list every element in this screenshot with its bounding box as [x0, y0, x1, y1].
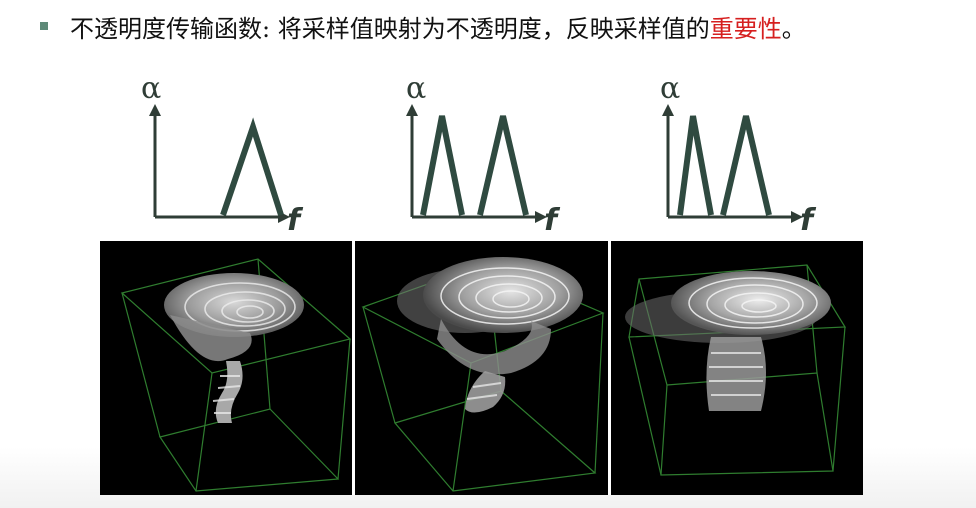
volume-render-panel-1	[100, 241, 352, 495]
transfer-function-plot-1: α f	[141, 71, 304, 230]
tornado-volume-render	[625, 264, 847, 476]
transfer-function-plot-2: α f	[406, 71, 561, 230]
highlight-text: 重要性	[709, 14, 782, 43]
volume-render-panel-2	[355, 241, 608, 495]
alpha-axis-label: α	[141, 71, 161, 106]
f-axis-label: f	[800, 203, 817, 230]
transfer-function-plot-3: α f	[660, 71, 817, 230]
tornado-volume-render	[120, 258, 352, 492]
bullet-text: 不透明度传输函数: 将采样值映射为不透明度，反映采样值的	[70, 14, 710, 43]
tornado-volume-render	[361, 257, 605, 492]
alpha-axis-label: α	[660, 71, 680, 106]
alpha-axis-label: α	[406, 71, 426, 106]
panel-divider	[608, 241, 611, 495]
opacity-peak	[220, 117, 284, 216]
opacity-peak	[477, 115, 529, 216]
bullet-end: 。	[781, 14, 806, 43]
opacity-peak	[677, 115, 714, 216]
volume-render-panel-3	[611, 241, 863, 495]
bullet-point: 不透明度传输函数: 将采样值映射为不透明度，反映采样值的重要性。	[40, 8, 806, 44]
f-axis-label: f	[287, 203, 304, 230]
f-axis-label: f	[544, 203, 561, 230]
opacity-peak	[420, 115, 465, 216]
bullet-marker-icon	[40, 22, 48, 30]
opacity-peak	[720, 115, 772, 216]
panel-divider	[352, 241, 355, 495]
